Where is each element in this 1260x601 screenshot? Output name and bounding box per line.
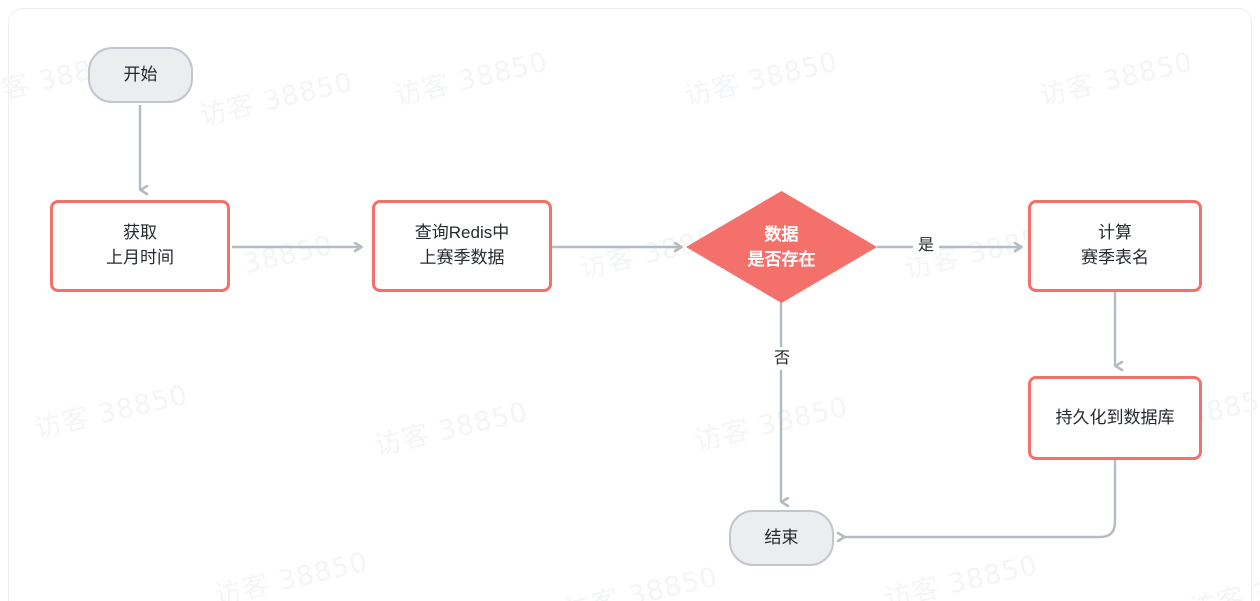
edge-persist-to-end <box>845 460 1117 537</box>
node-query-redis[interactable]: 查询Redis中 上赛季数据 <box>372 200 552 292</box>
node-end-label: 结束 <box>764 527 799 547</box>
node-persist-to-database-label: 持久化到数据库 <box>1055 407 1175 427</box>
node-decision-data-exists[interactable]: 数据 是否存在 <box>686 191 877 303</box>
node-calc-season-table-line2: 赛季表名 <box>1081 248 1149 267</box>
node-query-redis-line1: 查询Redis中 <box>414 223 510 243</box>
node-start[interactable]: 开始 <box>88 47 193 103</box>
node-persist-to-database[interactable]: 持久化到数据库 <box>1028 376 1202 460</box>
edge-label-no: 否 <box>769 347 796 371</box>
node-get-last-month-time-line2: 上月时间 <box>106 248 174 267</box>
node-decision-line1: 数据 <box>764 224 799 244</box>
canvas-frame <box>8 8 1252 601</box>
node-calc-season-table-line1: 计算 <box>1098 223 1132 243</box>
node-start-label: 开始 <box>123 64 158 84</box>
edge-label-yes: 是 <box>913 234 940 258</box>
diamond-shape <box>686 191 877 303</box>
node-end[interactable]: 结束 <box>729 510 834 566</box>
node-get-last-month-time-line1: 获取 <box>123 223 157 243</box>
node-get-last-month-time[interactable]: 获取 上月时间 <box>50 200 230 292</box>
node-calc-season-table[interactable]: 计算 赛季表名 <box>1028 200 1202 292</box>
node-query-redis-line2: 上赛季数据 <box>419 248 505 267</box>
node-decision-line2: 是否存在 <box>747 250 816 269</box>
